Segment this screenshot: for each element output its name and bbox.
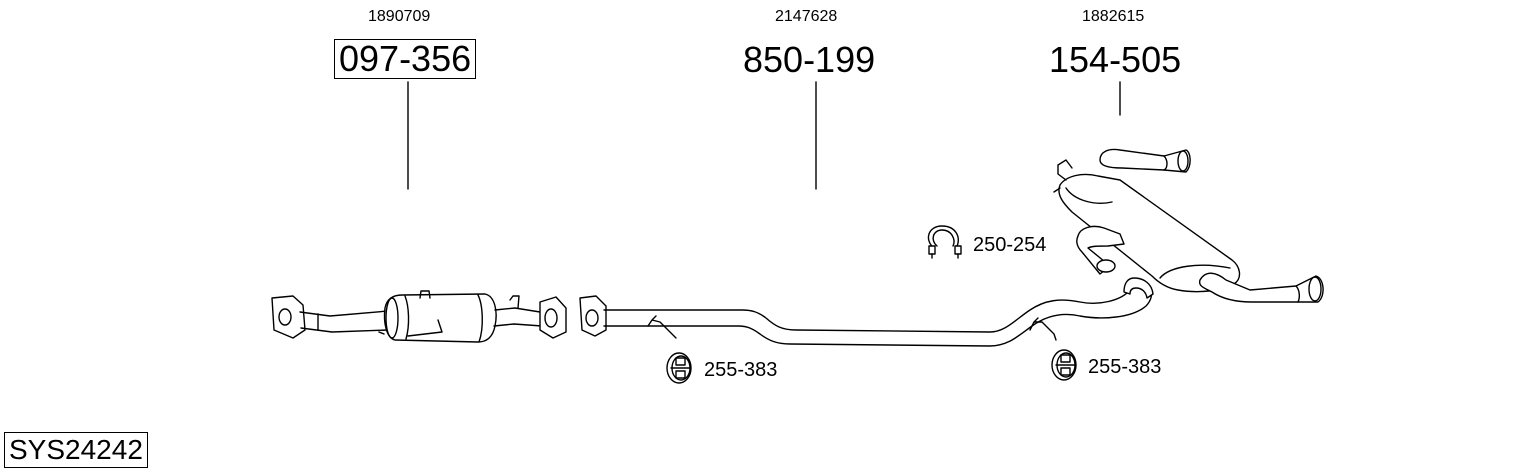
part-number-154-505[interactable]: 154-505 — [1049, 39, 1182, 80]
rear-silencer-drawing[interactable] — [1053, 148, 1324, 303]
part-number-097-356[interactable]: 097-356 — [334, 39, 477, 79]
oe-number-1890709: 1890709 — [368, 8, 431, 25]
accessory-label-250-254[interactable]: 250-254 — [973, 234, 1047, 256]
rubber-mount-icon[interactable] — [1051, 349, 1077, 381]
middle-pipe-drawing[interactable] — [579, 277, 1154, 347]
oe-number-1882615: 1882615 — [1082, 8, 1145, 25]
catalytic-converter-drawing[interactable] — [271, 290, 567, 343]
accessory-label-255-383-front[interactable]: 255-383 — [704, 359, 778, 381]
rubber-mount-icon[interactable] — [666, 352, 692, 384]
oe-number-2147628: 2147628 — [775, 8, 838, 25]
system-code: SYS24242 — [4, 432, 148, 468]
part-number-850-199[interactable]: 850-199 — [743, 39, 876, 80]
accessory-label-255-383-rear[interactable]: 255-383 — [1088, 356, 1162, 378]
clamp-icon[interactable] — [927, 225, 962, 259]
